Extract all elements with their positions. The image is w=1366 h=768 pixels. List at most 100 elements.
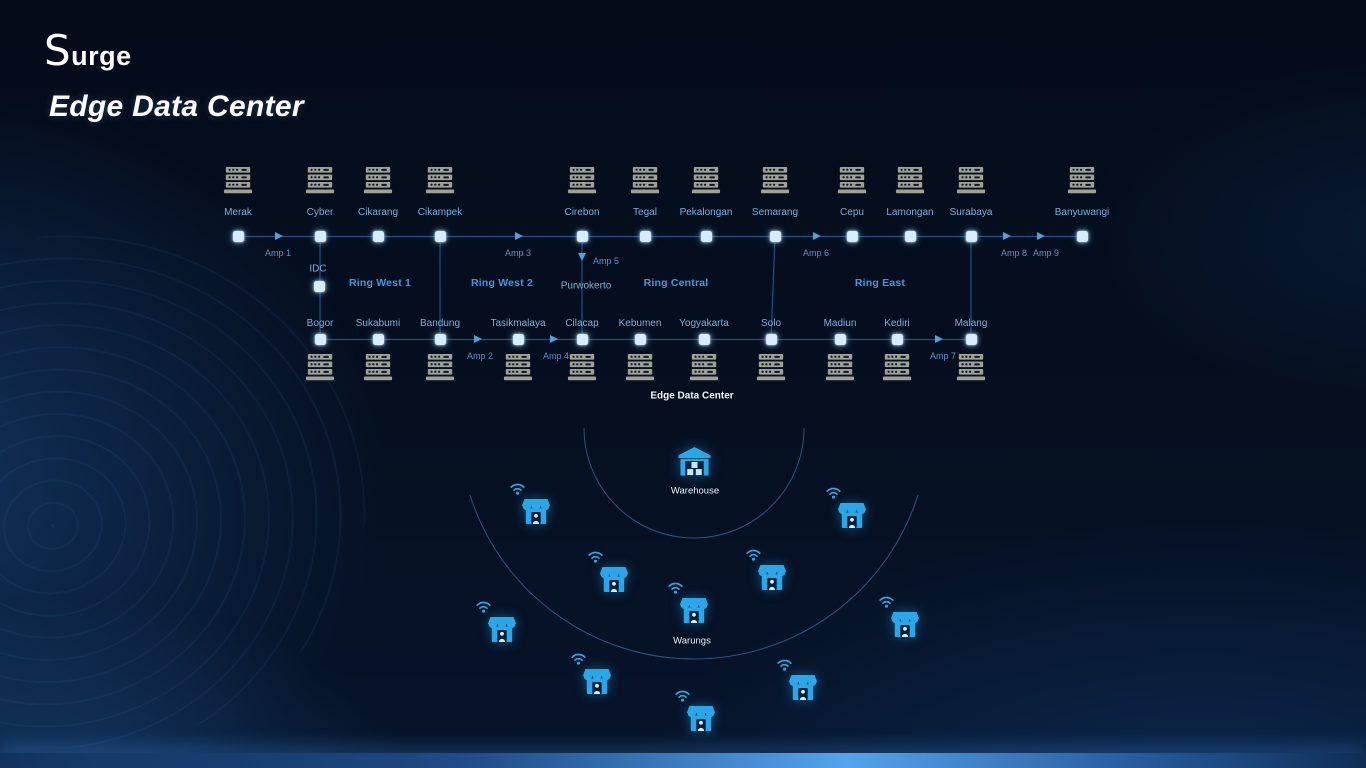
warungs-label: Warungs [673, 635, 711, 647]
background-swirl-texture [0, 172, 425, 768]
wifi-icon [825, 486, 842, 499]
network-node [576, 334, 588, 345]
purwokerto-label: Purwokerto [560, 280, 612, 292]
datacenter-icon [954, 166, 988, 196]
city-label: Lamongan [886, 207, 934, 218]
wifi-icon [509, 482, 526, 495]
city-kebumen: Kebumen [595, 317, 685, 383]
amp-5-label: Amp 5 [592, 256, 620, 266]
surge-logo-text: Surge [44, 26, 132, 75]
wifi-icon [674, 689, 691, 702]
city-lamongan: Lamongan [865, 166, 955, 242]
city-sukabumi: Sukabumi [333, 317, 423, 383]
datacenter-icon [501, 353, 535, 383]
datacenter-icon [628, 166, 662, 196]
flow-arrow-icon [275, 232, 283, 240]
city-label: Cikarang [357, 207, 399, 218]
city-label: Semarang [751, 207, 799, 218]
ring-west-1-label: Ring West 1 [348, 277, 412, 289]
city-label: Yogyakarta [679, 318, 729, 329]
city-merak: Merak [193, 166, 283, 242]
wifi-icon [776, 658, 793, 671]
flow-arrow-icon [813, 232, 821, 240]
network-node [1076, 231, 1088, 242]
store-icon [599, 566, 629, 593]
city-label: Cilacap [565, 318, 599, 329]
network-node [434, 334, 446, 345]
amp-3-label: Amp 3 [504, 248, 532, 258]
city-banyuwangi: Banyuwangi [1037, 166, 1127, 242]
ring-central-label: Ring Central [643, 277, 709, 289]
warung-icon [663, 581, 709, 624]
store-icon [890, 611, 920, 638]
city-label: Bandung [419, 318, 461, 329]
store-icon [679, 597, 709, 624]
store-icon [521, 498, 551, 525]
network-node [372, 334, 384, 345]
network-node [965, 334, 977, 345]
store-icon [757, 564, 787, 591]
flow-arrow-down-icon [578, 253, 586, 261]
datacenter-icon [361, 353, 395, 383]
city-cepu: Cepu [807, 166, 897, 242]
wifi-icon [570, 652, 587, 665]
city-label: Solo [760, 318, 781, 329]
datacenter-icon [687, 353, 721, 383]
ring-west-2-label: Ring West 2 [470, 277, 534, 289]
store-icon [582, 668, 612, 695]
datacenter-icon [754, 353, 788, 383]
datacenter-icon [835, 166, 869, 196]
city-label: Banyuwangi [1054, 207, 1110, 218]
edge-data-center-label: Edge Data Center [650, 390, 734, 402]
city-tasikmalaya: Tasikmalaya [473, 317, 563, 383]
network-node [634, 334, 646, 345]
warehouse-label: Warehouse [670, 485, 720, 497]
city-pekalongan: Pekalongan [661, 166, 751, 242]
amp-1-label: Amp 1 [264, 248, 292, 258]
amp-7-label: Amp 7 [929, 351, 957, 361]
store-icon [788, 674, 818, 701]
wifi-icon [878, 595, 895, 608]
datacenter-icon [689, 166, 723, 196]
warung-icon [471, 600, 517, 643]
warung-icon [583, 550, 629, 593]
network-node [965, 231, 977, 242]
amp-9-label: Amp 9 [1032, 248, 1060, 258]
city-cirebon: Cirebon [537, 166, 627, 242]
warung-icon [505, 482, 551, 525]
network-node [314, 231, 326, 242]
warung-icon [772, 658, 818, 701]
datacenter-icon [423, 353, 457, 383]
network-node [846, 231, 858, 242]
datacenter-icon [1065, 166, 1099, 196]
wifi-icon [667, 581, 684, 594]
datacenter-icon [565, 353, 599, 383]
city-label: Cirebon [564, 207, 600, 218]
city-label: Sukabumi [355, 318, 401, 329]
city-cilacap: Cilacap [537, 317, 627, 383]
network-node [698, 334, 710, 345]
flow-arrow-icon [550, 335, 558, 343]
flow-arrow-icon [935, 335, 943, 343]
flow-arrow-icon [1003, 232, 1011, 240]
city-malang: Malang [926, 317, 1016, 383]
city-label: Cyber [306, 207, 334, 218]
city-cikampek: Cikampek [395, 166, 485, 242]
wifi-icon [587, 550, 604, 563]
city-label: Surabaya [949, 207, 993, 218]
city-cikarang: Cikarang [333, 166, 423, 242]
network-node [834, 334, 846, 345]
amp-8-label: Amp 8 [1000, 248, 1028, 258]
warung-icon [821, 486, 867, 529]
store-icon [837, 502, 867, 529]
datacenter-icon [880, 353, 914, 383]
network-node [700, 231, 712, 242]
city-label: Malang [954, 318, 988, 329]
city-kediri: Kediri [852, 317, 942, 383]
idc-label: IDC [309, 263, 327, 275]
city-bogor: Bogor [275, 317, 365, 383]
network-node [232, 231, 244, 242]
datacenter-icon [303, 353, 337, 383]
network-node [434, 231, 446, 242]
flow-arrow-icon [474, 335, 482, 343]
